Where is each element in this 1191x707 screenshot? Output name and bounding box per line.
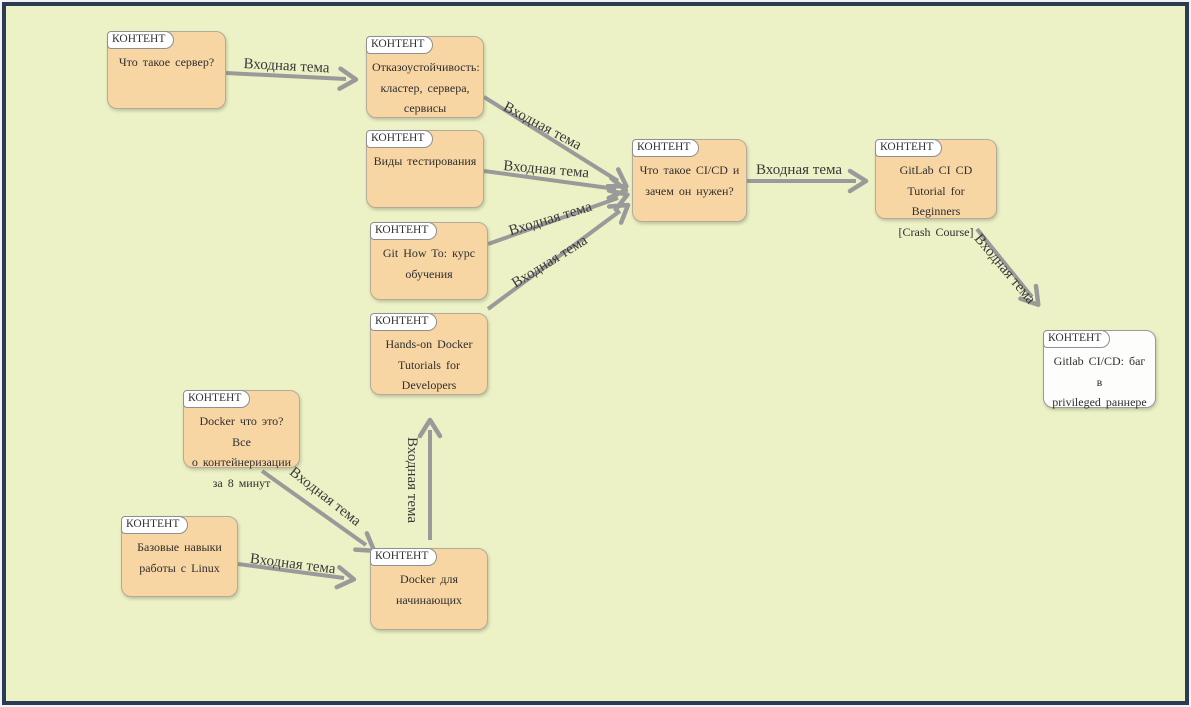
node-gitlab-cicd-bug[interactable]: КОНТЕНТ Gitlab CI/CD: баг в privileged р… xyxy=(1043,330,1156,409)
node-gitlab-ci-tutorial[interactable]: КОНТЕНТ GitLab CI CD Tutorial for Beginn… xyxy=(875,139,997,239)
node-text: GitLab CI CD Tutorial for Beginners [Cra… xyxy=(898,163,974,239)
node-docker-what-is[interactable]: КОНТЕНТ Docker что это? Все о контейнери… xyxy=(183,390,300,490)
content-badge: КОНТЕНТ xyxy=(1043,330,1111,348)
node-hands-on-docker[interactable]: КОНТЕНТ Hands-on Docker Tutorials for De… xyxy=(370,313,488,395)
edge-label-testing-cicd: Входная тема xyxy=(502,158,590,182)
edge-label-beginners-handson: Входная тема xyxy=(404,437,420,524)
edge-label-linux-beginners: Входная тема xyxy=(249,551,337,578)
node-fault-tolerance[interactable]: КОНТЕНТ Отказоустойчивость: кластер, сер… xyxy=(366,36,484,118)
node-text: Виды тестирования xyxy=(373,154,477,168)
edge-server-to-fault-line[interactable] xyxy=(225,66,359,91)
node-testing-types[interactable]: КОНТЕНТ Виды тестирования xyxy=(366,130,484,208)
edge-linux-to-beginners-line[interactable] xyxy=(237,562,357,590)
edge-githowto-to-cicd-line[interactable] xyxy=(487,188,630,246)
node-text: Docker для начинающих xyxy=(395,572,463,607)
content-badge: КОНТЕНТ xyxy=(183,390,251,408)
edge-fault-to-cicd-line[interactable] xyxy=(482,95,629,189)
content-badge: КОНТЕНТ xyxy=(370,313,438,331)
content-badge: КОНТЕНТ xyxy=(121,516,189,534)
node-text: Docker что это? Все о контейнеризации за… xyxy=(191,414,292,490)
edge-dockerwhat-to-beginners-line[interactable] xyxy=(260,469,377,554)
edge-label-fault-cicd: Входная тема xyxy=(500,99,584,154)
edge-testing-to-cicd-line[interactable] xyxy=(483,169,629,201)
content-badge: КОНТЕНТ xyxy=(370,548,438,566)
content-badge: КОНТЕНТ xyxy=(366,130,434,148)
node-text: Что такое CI/CD и зачем он нужен? xyxy=(639,163,740,198)
node-linux-basics[interactable]: КОНТЕНТ Базовые навыки работы с Linux xyxy=(121,516,238,597)
node-what-is-cicd[interactable]: КОНТЕНТ Что такое CI/CD и зачем он нужен… xyxy=(632,139,747,222)
node-text: Gitlab CI/CD: баг в privileged раннере xyxy=(1052,354,1147,409)
node-git-how-to[interactable]: КОНТЕНТ Git How To: курс обучения xyxy=(370,222,488,300)
edge-gitlabtutorial-to-bug-line[interactable] xyxy=(975,227,1041,308)
node-what-is-server[interactable]: КОНТЕНТ Что такое сервер? xyxy=(107,31,226,109)
node-docker-for-beginners[interactable]: КОНТЕНТ Docker для начинающих xyxy=(370,548,488,630)
node-text: Что такое сервер? xyxy=(118,55,215,69)
content-badge: КОНТЕНТ xyxy=(107,31,175,49)
node-text: Отказоустойчивость: кластер, сервера, се… xyxy=(372,60,480,115)
content-badge: КОНТЕНТ xyxy=(875,139,943,157)
edge-handson-to-cicd-line[interactable] xyxy=(486,202,631,311)
node-text: Hands-on Docker Tutorials for Developers xyxy=(385,337,473,392)
node-text: Git How To: курс обучения xyxy=(382,246,476,281)
edge-label-handson-cicd: Входная тема xyxy=(509,232,591,292)
edge-label-cicd-gitlabtutorial: Входная тема xyxy=(756,162,843,178)
content-badge: КОНТЕНТ xyxy=(366,36,434,54)
edges-layer xyxy=(225,66,1041,590)
content-badge: КОНТЕНТ xyxy=(632,139,700,157)
content-badge: КОНТЕНТ xyxy=(370,222,438,240)
node-text: Базовые навыки работы с Linux xyxy=(137,540,222,575)
